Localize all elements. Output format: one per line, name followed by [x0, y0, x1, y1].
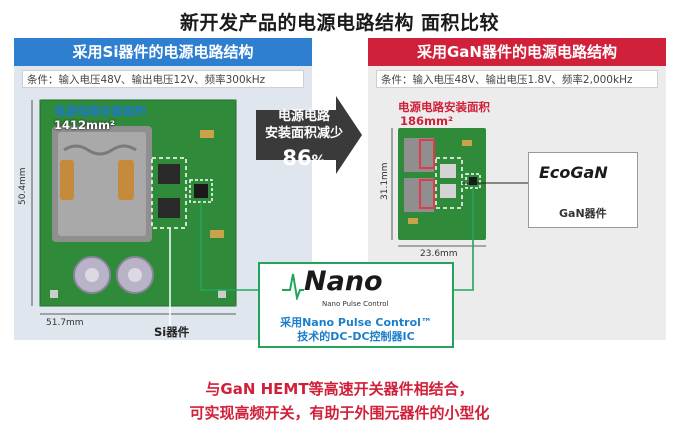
footer-line2: 可实现高频开关，有助于外围元器件的小型化 [189, 404, 490, 422]
si-area-label: 电源电路安装面积 [54, 104, 146, 118]
si-dim-width: 51.7mm [46, 318, 84, 328]
arrow-percent: 86% [258, 146, 350, 170]
page-title: 新开发产品的电源电路结构 面积比较 [179, 12, 500, 34]
gan-panel-header: 采用GaN器件的电源电路结构 [368, 38, 666, 66]
footer-line1: 与GaN HEMT等高速开关器件相结合， [205, 380, 474, 398]
arrow-line1: 电源电路 [277, 109, 330, 124]
si-area-value: 1412mm² [54, 118, 116, 132]
nano-desc-line2: 技术的DC-DC控制器IC [297, 330, 415, 343]
arrow-percent-unit: % [311, 153, 326, 169]
si-conditions: 条件：输入电压48V、输出电压12V、频率300kHz [22, 70, 304, 88]
si-dim-height: 50.4mm [18, 167, 28, 205]
nano-logo-wrap: Nano [282, 266, 383, 300]
gan-conditions: 条件：输入电压48V、输出电压1.8V、频率2,000kHz [376, 70, 658, 88]
arrow-percent-value: 86 [282, 146, 312, 170]
si-panel-header: 采用Si器件的电源电路结构 [14, 38, 312, 66]
gan-area-value: 186mm² [400, 114, 454, 128]
ecogan-box: EcoGaN GaN器件 [528, 152, 638, 228]
ecogan-logo: EcoGaN [539, 163, 608, 182]
arrow-line2: 安装面积减少 [264, 126, 343, 141]
si-pcb-image [39, 99, 237, 307]
nano-box: Nano Nano Pulse Control 采用Nano Pulse Con… [258, 262, 454, 348]
gan-dim-width: 23.6mm [420, 249, 458, 259]
nano-logo: Nano [304, 266, 383, 297]
gan-area-label: 电源电路安装面积 [398, 100, 490, 114]
reduction-arrow [256, 96, 362, 174]
nano-description: 采用Nano Pulse Control™ 技术的DC-DC控制器IC [260, 316, 452, 344]
gan-pcb-image [398, 128, 486, 240]
ecogan-label: GaN器件 [559, 207, 607, 220]
nano-pulse-icon [282, 273, 304, 300]
nano-desc-line1: 采用Nano Pulse Control™ [280, 316, 432, 329]
nano-subtitle: Nano Pulse Control [322, 300, 389, 308]
gan-dim-height: 31.1mm [380, 162, 390, 200]
si-device-label: Si器件 [154, 325, 190, 339]
arrow-text: 电源电路 安装面积减少 [258, 108, 350, 142]
